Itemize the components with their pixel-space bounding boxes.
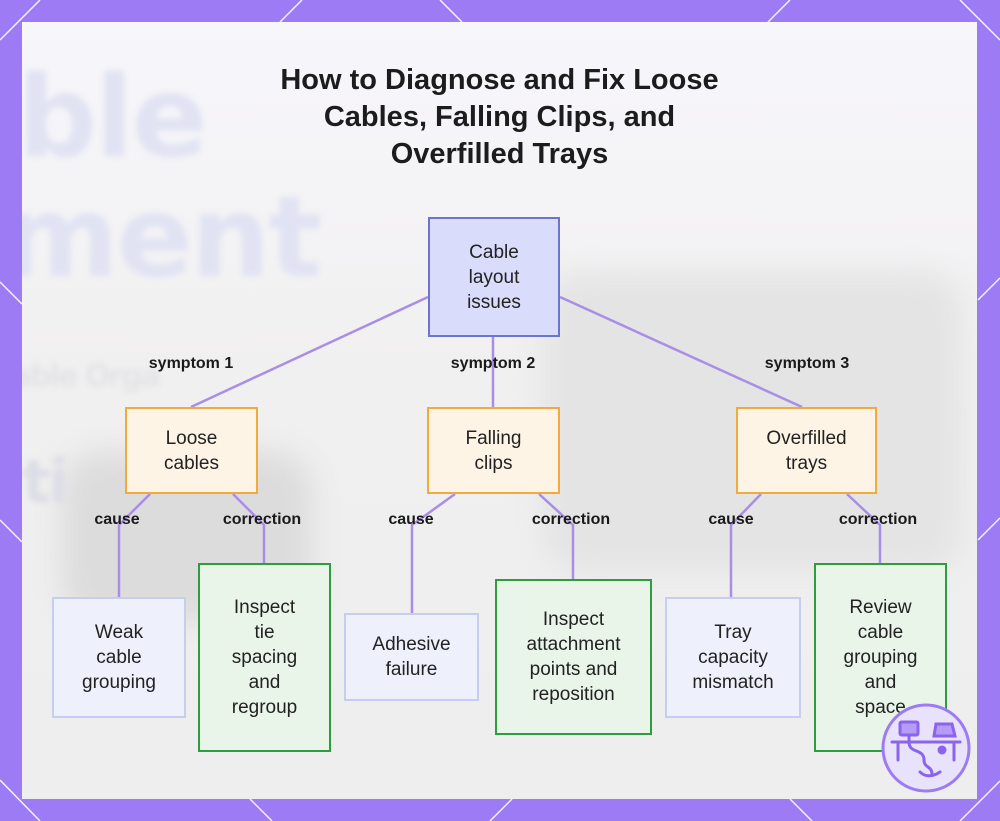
edge-symptom-3-correction <box>846 493 882 563</box>
diagram-edges <box>117 295 882 613</box>
correction-node-inspect-attachment-points: Inspect attachment points and reposition <box>495 579 652 735</box>
root-node: Cable layout issues <box>428 217 560 337</box>
diagram-panel: ble ment able Orga ti How to Diagnose an… <box>22 22 977 799</box>
cause-node-weak-cable-grouping: Weak cable grouping <box>52 597 186 718</box>
edge-symptom-1-correction <box>232 493 266 563</box>
background-word: ti <box>22 447 69 517</box>
edge-symptom-3-cause <box>729 493 762 597</box>
symptom-node-loose-cables: Loose cables <box>125 407 258 494</box>
edge-label-symptom-2: symptom 2 <box>450 355 536 372</box>
edge-root-symptom-3 <box>559 295 803 409</box>
edge-symptom-2-cause <box>410 492 456 613</box>
edge-root-symptom-1 <box>190 295 429 409</box>
workstation-network-icon <box>881 703 971 793</box>
edge-label-correction-1: correction <box>222 511 302 528</box>
correction-node-inspect-tie-spacing: Inspect tie spacing and regroup <box>198 563 331 752</box>
edge-label-symptom-1: symptom 1 <box>148 355 234 372</box>
cause-node-adhesive-failure: Adhesive failure <box>344 613 479 701</box>
edge-label-cause-1: cause <box>94 511 140 528</box>
background-word: ment <box>22 173 322 303</box>
background-word: ble <box>22 53 208 183</box>
edge-symptom-2-correction <box>538 493 575 579</box>
background-word: able Orga <box>22 359 161 394</box>
edge-label-cause-3: cause <box>708 511 754 528</box>
diagram-title: How to Diagnose and Fix Loose Cables, Fa… <box>280 64 719 170</box>
edge-label-symptom-3: symptom 3 <box>764 355 850 372</box>
edge-label-correction-2: correction <box>531 511 611 528</box>
cause-node-tray-capacity-mismatch: Tray capacity mismatch <box>665 597 801 718</box>
symptom-node-falling-clips: Falling clips <box>427 407 560 494</box>
edge-label-correction-3: correction <box>838 511 918 528</box>
edge-symptom-1-cause <box>117 493 151 597</box>
symptom-node-overfilled-trays: Overfilled trays <box>736 407 877 494</box>
edge-label-cause-2: cause <box>388 511 434 528</box>
